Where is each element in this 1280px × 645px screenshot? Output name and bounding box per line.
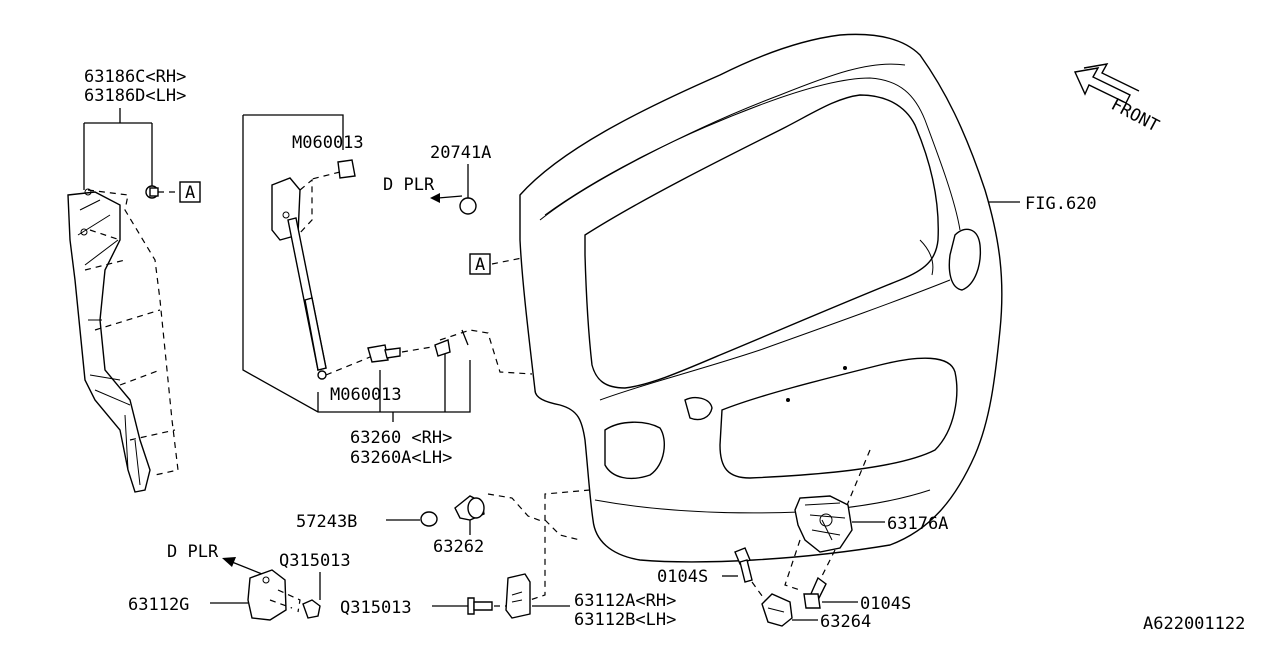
- bolt-0104s-left-part: [734, 547, 766, 601]
- ref-a-label-right: A: [475, 255, 485, 275]
- gas-stay-part: [271, 177, 376, 380]
- part-63262-label: 63262: [433, 537, 484, 557]
- d-plr-top-label: D PLR: [383, 175, 435, 195]
- part-63112a-label: 63112A<RH>: [574, 591, 676, 611]
- bolt-0104s-right-part: [803, 576, 827, 609]
- plug-57243b-part: [420, 511, 438, 527]
- stud-bolt-upper: [307, 159, 356, 181]
- clip-part: [145, 185, 159, 199]
- part-63112g-label: 63112G: [128, 595, 189, 615]
- m060013-upper-label: M060013: [292, 133, 364, 153]
- rear-gate-panel: [519, 33, 1003, 563]
- part-63186d-label: 63186D<LH>: [84, 86, 186, 106]
- front-arrow-icon: [1073, 63, 1140, 104]
- part-63260-label: 63260 <RH>: [350, 428, 452, 448]
- ref-a-box-icon: [179, 181, 201, 203]
- ref-a-box-icon: [469, 253, 491, 275]
- screw-q315013-upper-part: [302, 599, 321, 619]
- q315013-upper-label: Q315013: [279, 551, 351, 571]
- bolt-0104s-left-label: 0104S: [657, 567, 708, 587]
- diagram-id: A622001122: [1143, 614, 1245, 634]
- bumper-63262-part: [454, 493, 545, 523]
- latch-63176a-part: [794, 495, 853, 553]
- d-plr-bottom-arrow-icon: [231, 561, 263, 575]
- part-63260a-label: 63260A<LH>: [350, 448, 452, 468]
- d-plr-bottom-label: D PLR: [167, 542, 219, 562]
- pillar-trim-part: [67, 188, 179, 493]
- bolt-0104s-right-label: 0104S: [860, 594, 911, 614]
- part-63112b-label: 63112B<LH>: [574, 610, 676, 630]
- striker-63112a-part: [494, 573, 531, 619]
- front-label: FRONT: [1108, 95, 1163, 137]
- striker-63112g-part: [247, 569, 301, 621]
- d-plr-top-arrow-icon: [437, 195, 463, 199]
- part-63264-label: 63264: [820, 612, 871, 632]
- part-20741a-label: 20741A: [430, 143, 491, 163]
- part-57243b-label: 57243B: [296, 512, 357, 532]
- m060013-lower-label: M060013: [330, 385, 402, 405]
- bracket-63264-part: [761, 593, 793, 627]
- stud-bolt-lower: [367, 329, 533, 375]
- part-63186-leader: [83, 108, 153, 190]
- fig-ref-label: FIG.620: [1025, 194, 1097, 214]
- part-63176a-label: 63176A: [887, 514, 948, 534]
- striker-dash-line: [529, 489, 591, 601]
- stay-bracket-leader: [242, 114, 471, 413]
- panel-dash: [544, 519, 581, 541]
- q315013-lower-label: Q315013: [340, 598, 412, 618]
- latch-dash-2: [784, 539, 836, 591]
- plug-20741a-part: [459, 197, 477, 215]
- part-63186c-label: 63186C<RH>: [84, 67, 186, 87]
- screw-q315013-lower-part: [467, 597, 493, 615]
- ref-a-label-left: A: [185, 183, 195, 203]
